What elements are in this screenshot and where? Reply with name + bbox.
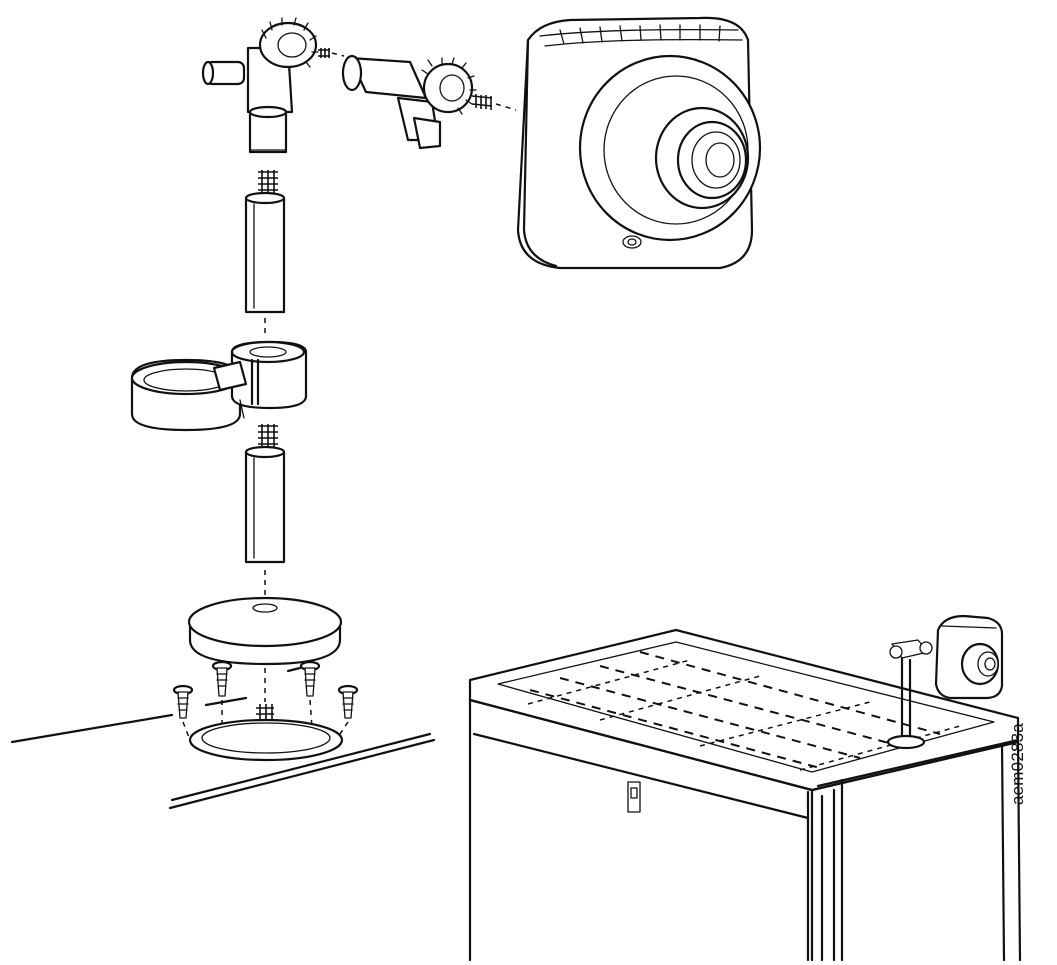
swivel-adapter [201, 17, 330, 154]
camera [516, 16, 762, 270]
mounting-surface [10, 666, 436, 810]
rod-clamp [130, 340, 308, 432]
upper-extension-rod [244, 170, 286, 314]
tilt-adapter [341, 54, 493, 150]
mounting-base [187, 596, 343, 666]
figure-id-label: aem0283a [1008, 723, 1027, 805]
equipment-rack [468, 628, 1022, 962]
lower-extension-rod [244, 424, 286, 564]
installed-camera [886, 614, 1004, 750]
mounting-screws [172, 660, 359, 730]
